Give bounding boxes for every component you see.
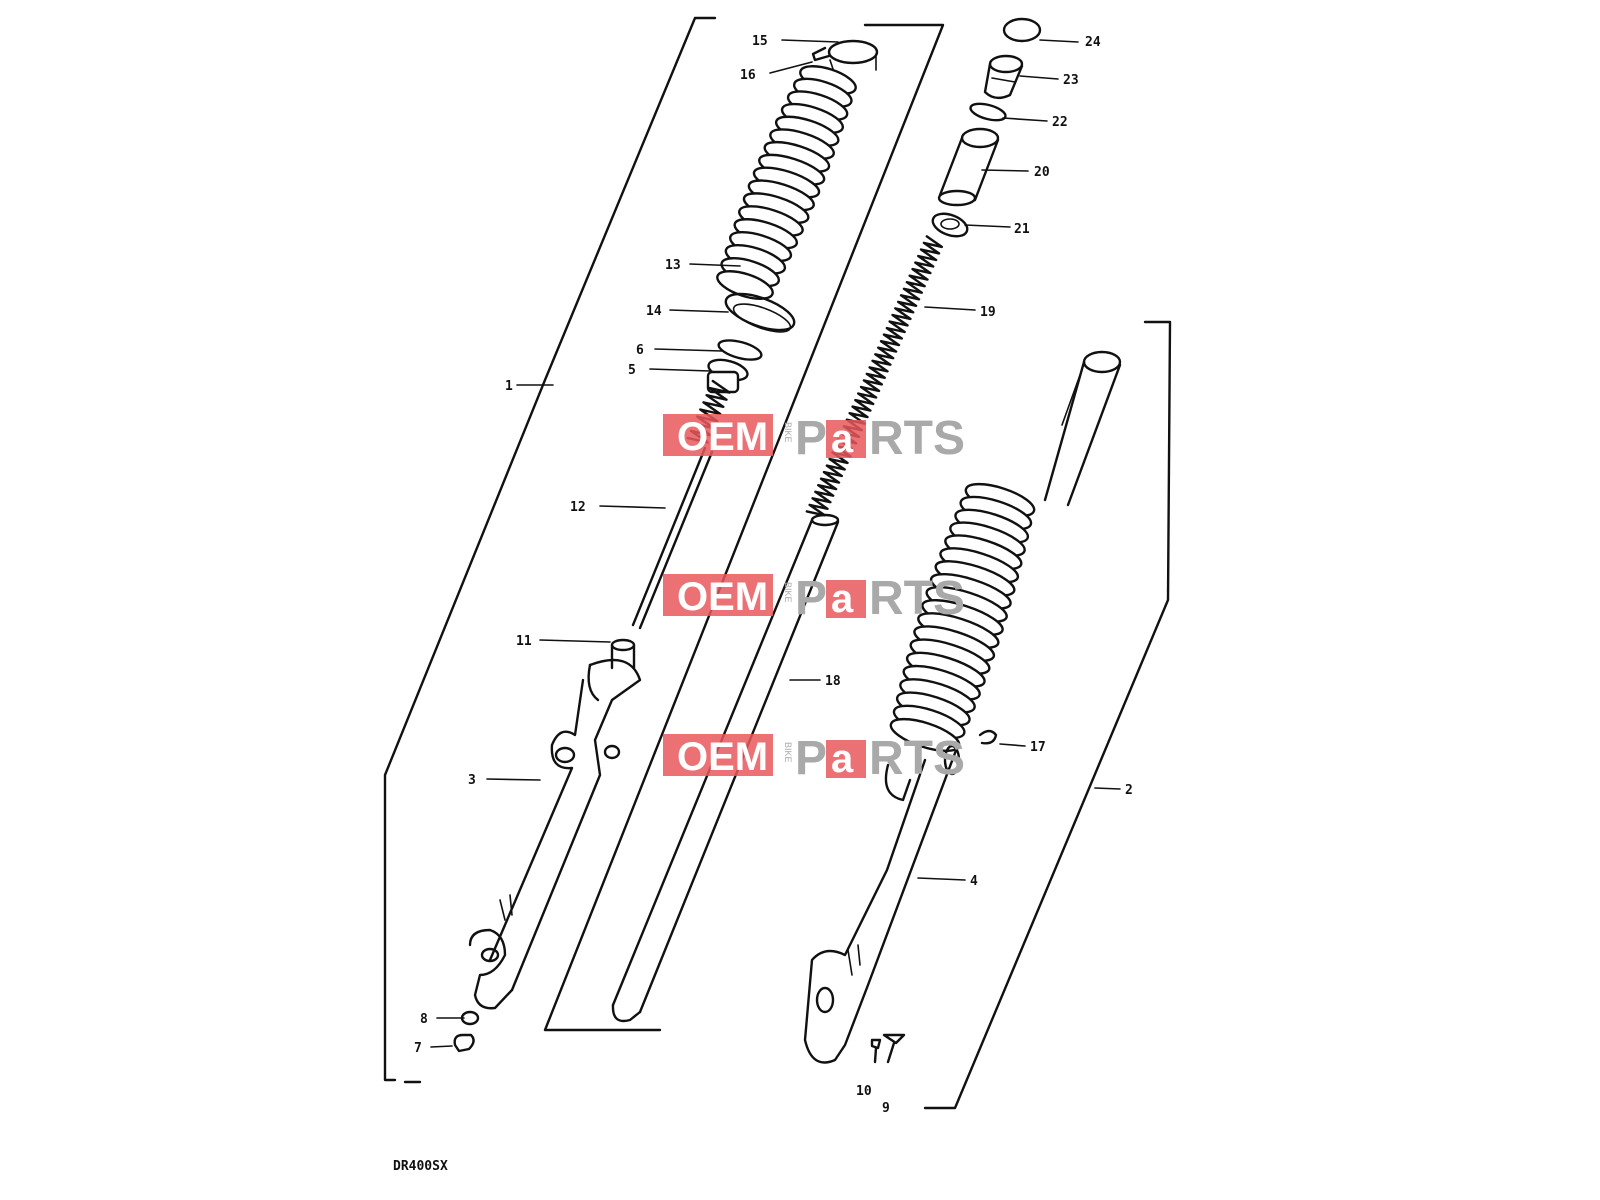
watermark-parts-p: P [795,412,827,465]
callout-12: 12 [570,500,586,515]
spring-spacer [937,127,1000,207]
callout-19: 19 [980,305,996,320]
callout-13: 13 [665,258,681,273]
model-code: DR400SX [393,1159,448,1174]
fork-boot-left [716,65,857,300]
watermark-bike-text: BIKE [783,582,793,603]
callout-4: 4 [970,874,978,889]
outer-tube-right [803,729,998,1064]
callout-7: 7 [414,1041,422,1056]
watermark-parts-a: a [831,737,854,781]
callout-21: 21 [1014,222,1030,237]
boot-right-fold [889,717,961,753]
callout-8: 8 [420,1012,428,1027]
callout-3: 3 [468,773,476,788]
watermark-parts-a: a [831,417,854,461]
leader-lines [430,39,1121,1048]
watermark-parts-a: a [831,577,854,621]
callout-14: 14 [646,304,662,319]
watermark-parts-p: P [795,572,827,625]
watermark-parts-rest: RTS [869,572,965,625]
spring-seat [931,212,969,238]
watermark-oem-text: OEM [677,415,768,459]
outer-tube-left [468,658,642,1010]
callout-2: 2 [1125,783,1133,798]
fork-boot-right [889,482,1036,753]
watermark-3: OEM BIKE P a RTS [663,732,965,785]
callout-5: 5 [628,363,636,378]
watermark-oem-text: OEM [677,735,768,779]
watermark-oem-box [663,414,773,456]
damper-rod-tip [610,638,636,670]
callout-23: 23 [1063,73,1079,88]
watermark-parts-rest: RTS [869,732,965,785]
fork-spring-coil [805,235,943,517]
inner-tube-right [1043,350,1122,507]
watermark-parts-p: P [795,732,827,785]
watermark-parts-rest: RTS [869,412,965,465]
callout-10: 10 [856,1084,872,1099]
watermark-bike-text: BIKE [783,742,793,763]
callout-15: 15 [752,34,768,49]
callout-6: 6 [636,343,644,358]
callout-1: 1 [505,379,513,394]
fork-cap-bolt [983,54,1024,100]
bracket-assembly-1 [383,16,945,1084]
cap-bolt [811,39,879,76]
callout-11: 11 [516,634,532,649]
watermark-2: OEM BIKE P a RTS [663,572,965,625]
callout-22: 22 [1052,115,1068,130]
watermark-bike-text: BIKE [783,422,793,443]
bracket-assembly-2 [923,320,1172,1110]
drain-bolt-right [870,1033,906,1064]
boot-clamp-ring [724,292,796,333]
callout-18: 18 [825,674,841,689]
fork-spring [805,235,943,517]
fork-cap [1002,17,1042,43]
boot-left-fold [716,270,774,300]
callout-17: 17 [1030,740,1046,755]
callout-9: 9 [882,1101,890,1116]
watermark-1: OEM BIKE P a RTS [663,412,965,465]
o-ring [969,102,1007,122]
oil-seal [706,339,763,394]
callout-20: 20 [1034,165,1050,180]
callout-labels: 15 16 24 23 22 20 21 19 13 14 6 5 1 12 1… [414,34,1133,1116]
callout-16: 16 [740,68,756,83]
damper-rod [631,446,714,630]
callout-24: 24 [1085,35,1101,50]
watermark-oem-text: OEM [677,575,768,619]
